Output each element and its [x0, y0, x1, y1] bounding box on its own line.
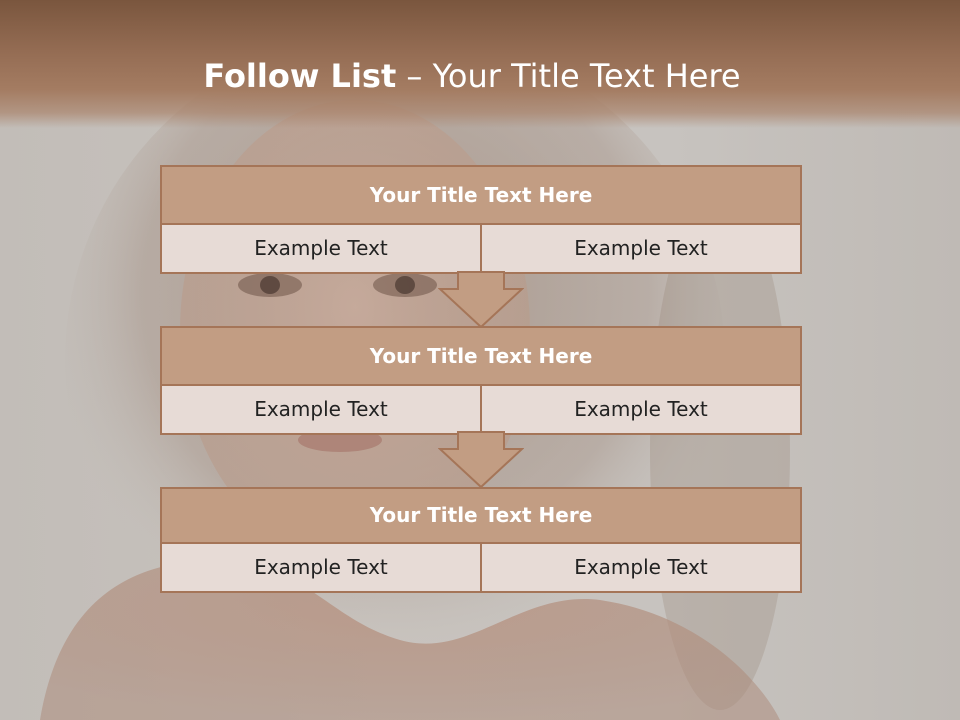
header-bar — [0, 0, 960, 128]
step-cell-left[interactable]: Example Text — [160, 542, 482, 593]
step-1: Your Title Text Here Example Text Exampl… — [160, 165, 802, 274]
step-cell-left[interactable]: Example Text — [160, 223, 482, 274]
slide-title-bold: Follow List — [203, 57, 397, 95]
step-title[interactable]: Your Title Text Here — [160, 165, 802, 225]
step-2: Your Title Text Here Example Text Exampl… — [160, 326, 802, 435]
down-arrow-icon — [438, 431, 524, 489]
step-title[interactable]: Your Title Text Here — [160, 487, 802, 544]
step-cell-right[interactable]: Example Text — [480, 542, 802, 593]
slide-title-rest: – Your Title Text Here — [396, 57, 741, 95]
slide-title: Follow List – Your Title Text Here — [0, 56, 944, 96]
step-3: Your Title Text Here Example Text Exampl… — [160, 487, 802, 593]
step-cell-right[interactable]: Example Text — [480, 223, 802, 274]
step-cell-right[interactable]: Example Text — [480, 384, 802, 435]
step-title[interactable]: Your Title Text Here — [160, 326, 802, 386]
down-arrow-icon — [438, 271, 524, 329]
step-cell-left[interactable]: Example Text — [160, 384, 482, 435]
